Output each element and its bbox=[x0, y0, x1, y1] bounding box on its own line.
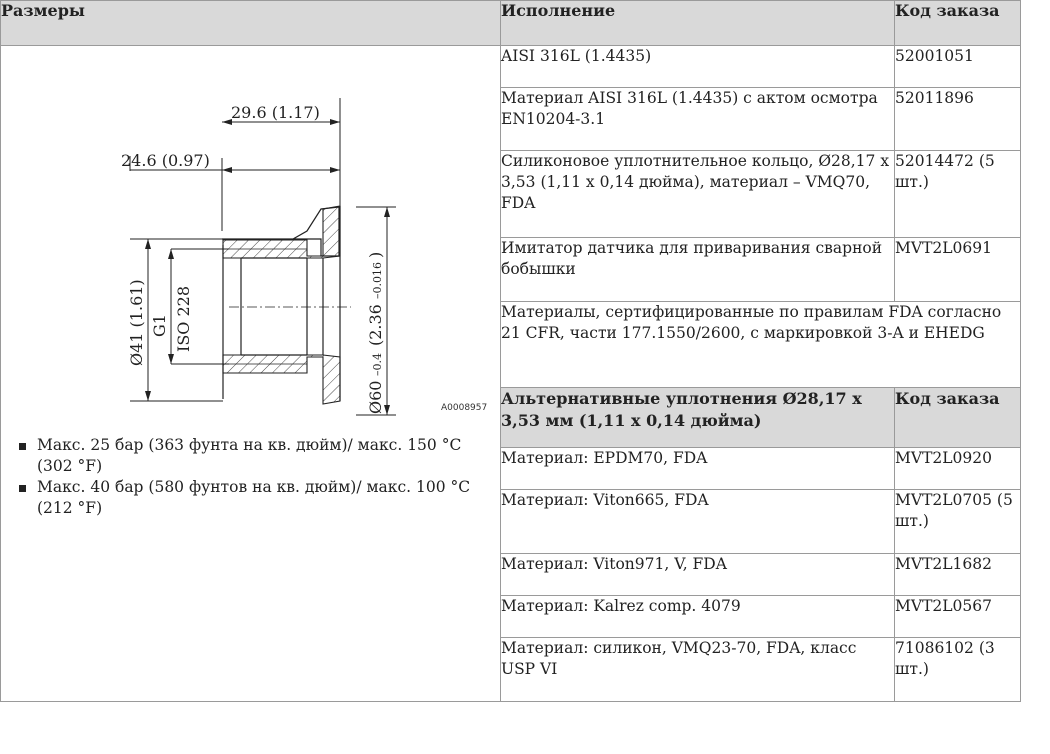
dim-dia-60-main: Ø60 bbox=[366, 381, 385, 414]
note-text: Макс. 25 бар (363 фунта на кв. дюйм)/ ма… bbox=[37, 436, 462, 475]
header-dimensions: Размеры bbox=[0, 0, 501, 46]
dim-dia-60-close: ) bbox=[366, 252, 385, 258]
dimensions-cell: 29.6 (1.17) 24.6 (0.97) Ø41 (1.61) G1 IS… bbox=[0, 45, 501, 702]
note-text: Макс. 40 бар (580 фунтов на кв. дюйм)/ м… bbox=[37, 478, 471, 517]
alt-row-code: MVT2L0567 bbox=[894, 595, 1021, 638]
alt-row-name: Материал: EPDM70, FDA bbox=[500, 447, 895, 490]
dimension-drawing: 29.6 (1.17) 24.6 (0.97) Ø41 (1.61) G1 IS… bbox=[121, 98, 396, 416]
row-code: MVT2L0691 bbox=[894, 237, 1021, 302]
row-name: Силиконовое уплотнительное кольцо, Ø28,1… bbox=[500, 150, 895, 238]
fda-note: Материалы, сертифицированные по правилам… bbox=[500, 301, 1021, 388]
header-version: Исполнение bbox=[500, 0, 895, 46]
note-item: Макс. 40 бар (580 фунтов на кв. дюйм)/ м… bbox=[19, 477, 479, 519]
dim-dia-60-tol: –0.4 bbox=[371, 353, 384, 376]
dim-dia-60: Ø60 –0.4 (2.36 –0.016 ) bbox=[366, 252, 385, 414]
dim-length-inner: 24.6 (0.97) bbox=[121, 151, 210, 170]
dim-iso: ISO 228 bbox=[174, 286, 193, 352]
drawing-ref-code: A0008957 bbox=[441, 403, 488, 413]
dim-dia-60-imp-tol: –0.016 bbox=[371, 262, 384, 299]
alt-row-code: MVT2L0705 (5 шт.) bbox=[894, 489, 1021, 554]
row-code: 52014472 (5 шт.) bbox=[894, 150, 1021, 238]
row-code: 52011896 bbox=[894, 87, 1021, 151]
spec-table: Размеры Исполнение Код заказа bbox=[0, 0, 1021, 702]
dim-dia-60-imp: (2.36 bbox=[366, 304, 385, 346]
dim-dia-41: Ø41 (1.61) bbox=[127, 279, 146, 366]
bullet-icon bbox=[19, 485, 26, 492]
dim-g1: G1 bbox=[150, 314, 169, 337]
alt-row-code: MVT2L1682 bbox=[894, 553, 1021, 596]
alt-row-name: Материал: Kalrez comp. 4079 bbox=[500, 595, 895, 638]
alt-row-name: Материал: силикон, VMQ23-70, FDA, класс … bbox=[500, 637, 895, 702]
alt-seals-code-header: Код заказа bbox=[894, 387, 1021, 448]
header-order-code: Код заказа bbox=[894, 0, 1021, 46]
row-code: 52001051 bbox=[894, 45, 1021, 88]
alt-row-code: MVT2L0920 bbox=[894, 447, 1021, 490]
alt-row-code: 71086102 (3 шт.) bbox=[894, 637, 1021, 702]
alt-seals-header: Альтернативные уплотнения Ø28,17 x 3,53 … bbox=[500, 387, 895, 448]
note-item: Макс. 25 бар (363 фунта на кв. дюйм)/ ма… bbox=[19, 435, 479, 477]
notes-list: Макс. 25 бар (363 фунта на кв. дюйм)/ ма… bbox=[19, 435, 479, 519]
row-name: Материал AISI 316L (1.4435) с актом осмо… bbox=[500, 87, 895, 151]
alt-row-name: Материал: Viton665, FDA bbox=[500, 489, 895, 554]
row-name: AISI 316L (1.4435) bbox=[500, 45, 895, 88]
alt-row-name: Материал: Viton971, V, FDA bbox=[500, 553, 895, 596]
row-name: Имитатор датчика для приваривания сварно… bbox=[500, 237, 895, 302]
bullet-icon bbox=[19, 443, 26, 450]
dim-length-total: 29.6 (1.17) bbox=[231, 103, 320, 122]
